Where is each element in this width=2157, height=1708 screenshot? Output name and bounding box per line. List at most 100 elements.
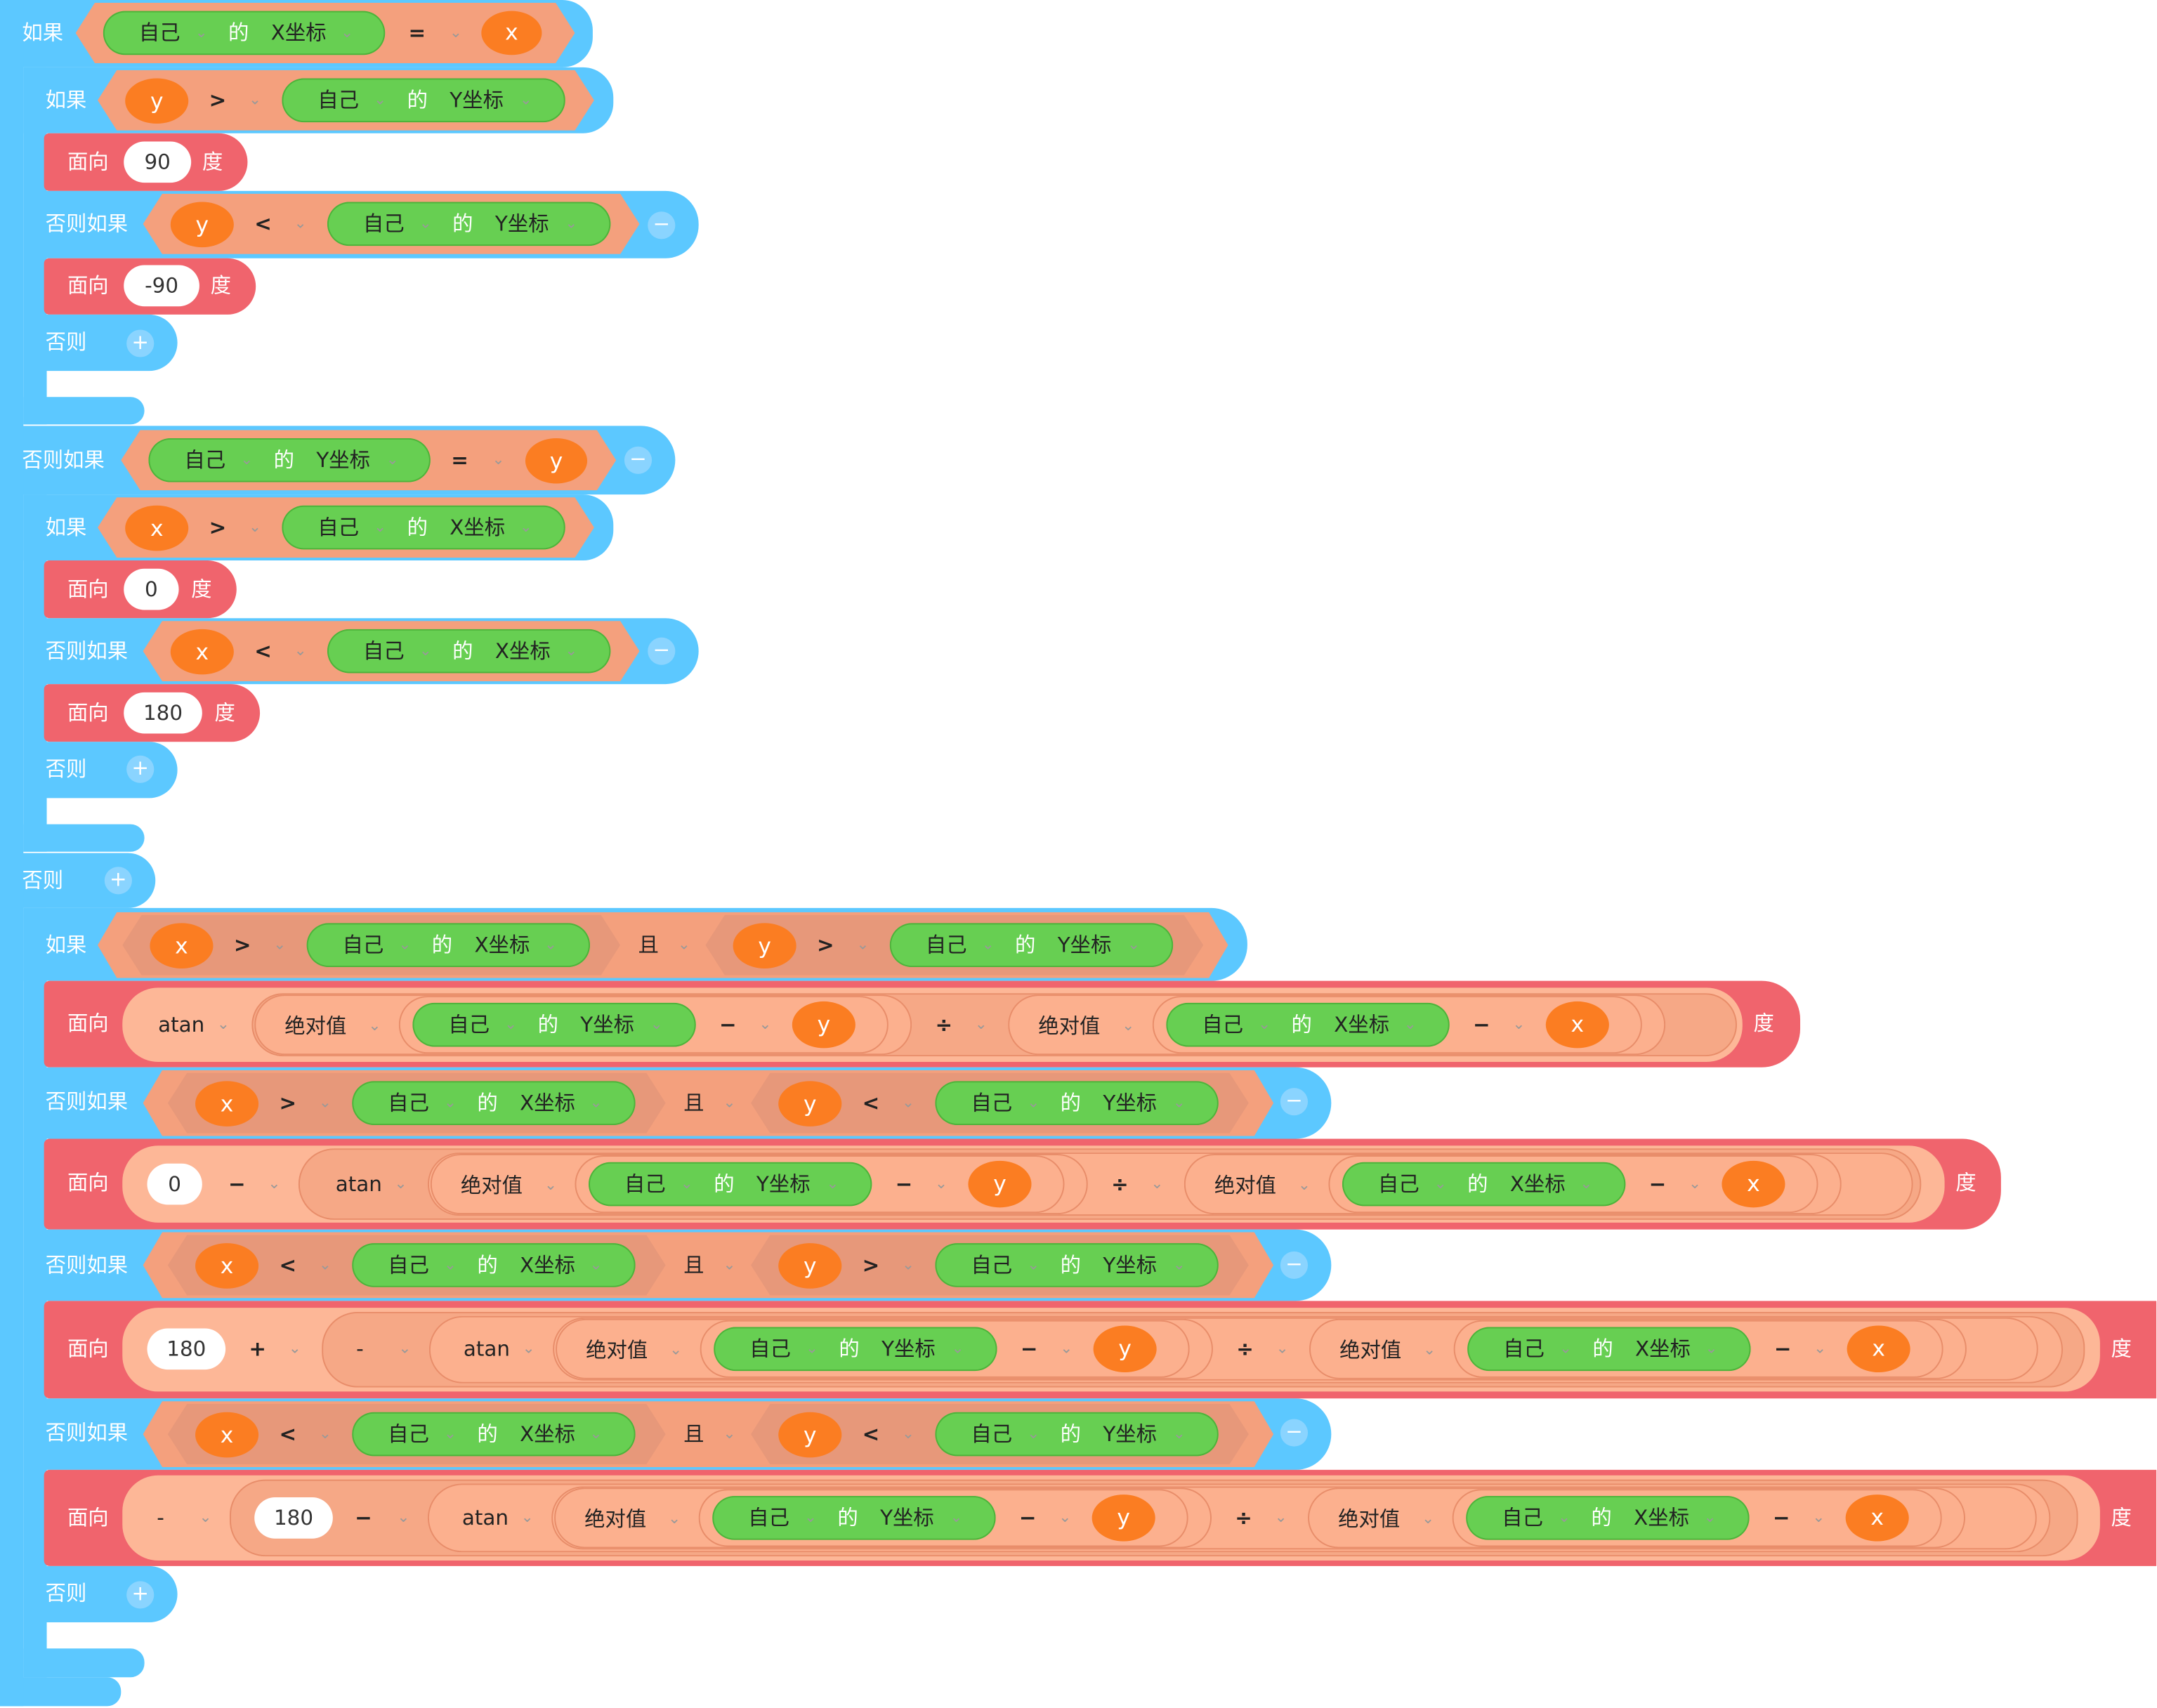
variable-x[interactable]: x [195,1243,258,1289]
self-property-reporter[interactable]: 自己⌄ 的 X坐标⌄ [1467,1327,1751,1372]
abs-reporter[interactable]: 绝对值⌄ 自己⌄ 的 Y坐标⌄ −⌄ y [556,1318,1213,1379]
variable-y[interactable]: y [125,78,188,124]
variable-x[interactable]: x [171,629,234,675]
subtraction-reporter[interactable]: 自己⌄ 的 X坐标⌄ −⌄ x [1152,996,1642,1054]
else-header[interactable] [44,1565,178,1623]
number-input[interactable]: 0 [147,1163,202,1205]
plus-circle-icon[interactable]: + [126,1581,155,1609]
subtraction-reporter[interactable]: 自己⌄ 的 X坐标⌄ −⌄ x [1328,1155,1818,1214]
math-function-reporter[interactable]: atan⌄ 绝对值⌄ 自己⌄ 的 Y坐标⌄ −⌄ y ÷⌄ [428,1315,2063,1384]
self-property-reporter[interactable]: 自己⌄ 的 Y坐标⌄ [589,1162,872,1207]
self-property-reporter[interactable]: 自己⌄ 的 Y坐标⌄ [935,1081,1218,1125]
variable-x[interactable]: x [195,1412,258,1458]
subtraction-reporter[interactable]: 180 −⌄ atan⌄ 绝对值⌄ 自己⌄ 的 Y坐标⌄ −⌄ y [229,1479,2078,1557]
compare-condition[interactable]: 自己⌄ 的 Y坐标⌄ =⌄ y [121,430,616,490]
compare-condition[interactable]: y <⌄ 自己⌄ 的 Y坐标⌄ [751,1073,1249,1134]
variable-y[interactable]: y [792,1001,855,1049]
minus-circle-icon[interactable]: − [1280,1419,1309,1447]
else-header[interactable] [44,742,178,799]
compare-condition[interactable]: y <⌄ 自己⌄ 的 Y坐标⌄ [143,194,640,254]
abs-reporter[interactable]: 绝对值⌄ 自己⌄ 的 Y坐标⌄ −⌄ y [254,994,912,1056]
compare-condition[interactable]: x >⌄ 自己⌄ 的 X坐标⌄ [122,915,620,975]
abs-reporter[interactable]: 绝对值⌄ 自己⌄ 的 X坐标⌄ −⌄ x [1184,1154,1842,1215]
math-function-reporter[interactable]: atan⌄ 绝对值⌄ 自己⌄ 的 Y坐标⌄ −⌄ y ÷⌄ 绝对值⌄ [298,1148,1922,1220]
minus-circle-icon[interactable]: − [1280,1088,1309,1116]
variable-x[interactable]: x [125,506,188,551]
minus-circle-icon[interactable]: − [624,446,653,474]
compare-condition[interactable]: x <⌄ 自己⌄ 的 X坐标⌄ [168,1404,666,1464]
self-property-reporter[interactable]: 自己⌄ 的 X坐标⌄ [352,1243,635,1287]
self-property-reporter[interactable]: 自己⌄ 的 X坐标⌄ [352,1412,635,1457]
self-property-reporter[interactable]: 自己⌄ 的 Y坐标⌄ [714,1327,997,1372]
abs-reporter[interactable]: 绝对值⌄ 自己⌄ 的 X坐标⌄ −⌄ x [1308,1487,1965,1549]
minus-circle-icon[interactable]: − [1280,1251,1309,1280]
compare-condition[interactable]: x <⌄ 自己⌄ 的 X坐标⌄ [168,1235,666,1295]
variable-x[interactable]: x [1847,1325,1910,1373]
inner-if-spine[interactable] [23,907,47,1678]
self-property-reporter[interactable]: 自己⌄ 的 Y坐标⌄ [935,1243,1218,1287]
self-property-reporter[interactable]: 自己⌄ 的 Y坐标⌄ [890,923,1173,967]
self-property-reporter[interactable]: 自己⌄ 的 X坐标⌄ [1466,1496,1750,1540]
variable-y[interactable]: y [1093,1325,1157,1373]
and-condition[interactable]: x <⌄ 自己⌄ 的 X坐标⌄ 且⌄ y >⌄ 自己⌄ 的 Y坐标⌄ [143,1233,1273,1299]
minus-circle-icon[interactable]: − [648,637,676,665]
variable-y[interactable]: y [968,1160,1032,1208]
self-property-reporter[interactable]: 自己⌄ 的 X坐标⌄ [1342,1162,1626,1207]
plus-circle-icon[interactable]: + [126,329,155,357]
variable-x[interactable]: x [195,1081,258,1126]
compare-condition[interactable]: y >⌄ 自己⌄ 的 Y坐标⌄ [705,915,1203,975]
else-header[interactable] [44,314,178,372]
variable-y[interactable]: y [778,1412,841,1458]
abs-reporter[interactable]: 绝对值⌄ 自己⌄ 的 X坐标⌄ −⌄ x [1008,994,1666,1056]
self-property-reporter[interactable]: 自己⌄ 的 X坐标⌄ [1166,1002,1450,1047]
self-property-reporter[interactable]: 自己⌄ 的 Y坐标⌄ [148,438,430,482]
compare-condition[interactable]: 自己⌄ 的 X坐标⌄ =⌄ x [76,3,575,63]
self-property-reporter[interactable]: 自己⌄ 的 X坐标⌄ [103,11,385,55]
compare-condition[interactable]: x >⌄ 自己⌄ 的 X坐标⌄ [168,1073,666,1134]
self-property-reporter[interactable]: 自己⌄ 的 Y坐标⌄ [935,1412,1218,1457]
compare-condition[interactable]: x >⌄ 自己⌄ 的 X坐标⌄ [98,497,594,558]
variable-x[interactable]: x [1722,1160,1785,1208]
addition-reporter[interactable]: 180 +⌄ -⌄ atan⌄ 绝对值⌄ 自己⌄ 的 Y坐标⌄ −⌄ y [122,1308,2100,1392]
number-input[interactable]: 180 [254,1497,333,1539]
variable-y[interactable]: y [778,1243,841,1289]
abs-reporter[interactable]: 绝对值⌄ 自己⌄ 的 X坐标⌄ −⌄ x [1309,1318,1967,1379]
math-function-reporter[interactable]: atan⌄ 绝对值⌄ 自己⌄ 的 Y坐标⌄ −⌄ y ÷⌄ 绝对值⌄ 自己⌄ 的… [122,987,1743,1062]
subtraction-reporter[interactable]: 自己⌄ 的 Y坐标⌄ −⌄ y [575,1155,1065,1214]
compare-condition[interactable]: y <⌄ 自己⌄ 的 Y坐标⌄ [751,1404,1249,1464]
number-input[interactable]: 0 [124,568,179,610]
division-reporter[interactable]: 绝对值⌄ 自己⌄ 的 Y坐标⌄ −⌄ y ÷⌄ 绝对值⌄ [551,1486,2037,1550]
variable-y[interactable]: y [733,923,796,968]
variable-y[interactable]: y [525,438,587,484]
subtraction-reporter[interactable]: 自己⌄ 的 X坐标⌄ −⌄ x [1453,1320,1943,1378]
variable-x[interactable]: x [1845,1494,1909,1542]
self-property-reporter[interactable]: 自己⌄ 的 X坐标⌄ [282,506,565,550]
division-reporter[interactable]: 绝对值⌄ 自己⌄ 的 Y坐标⌄ −⌄ y ÷⌄ 绝对值⌄ 自己⌄ [427,1152,1913,1216]
variable-x[interactable]: x [1545,1001,1609,1049]
plus-circle-icon[interactable]: + [104,867,132,895]
self-property-reporter[interactable]: 自己⌄ 的 X坐标⌄ [307,923,590,967]
negate-reporter[interactable]: -⌄ atan⌄ 绝对值⌄ 自己⌄ 的 Y坐标⌄ −⌄ y ÷⌄ [322,1311,2085,1388]
subtraction-reporter[interactable]: 自己⌄ 的 Y坐标⌄ −⌄ y [398,996,889,1054]
compare-condition[interactable]: y >⌄ 自己⌄ 的 Y坐标⌄ [98,70,594,131]
self-property-reporter[interactable]: 自己⌄ 的 X坐标⌄ [327,629,610,674]
self-property-reporter[interactable]: 自己⌄ 的 Y坐标⌄ [712,1496,996,1540]
subtraction-reporter[interactable]: 0 −⌄ atan⌄ 绝对值⌄ 自己⌄ 的 Y坐标⌄ −⌄ y ÷⌄ 绝对值⌄ [122,1145,1945,1223]
number-input[interactable]: -90 [124,265,199,307]
minus-circle-icon[interactable]: − [648,211,676,239]
number-input[interactable]: 180 [124,692,202,734]
variable-y[interactable]: y [1091,1494,1155,1542]
and-condition[interactable]: x >⌄ 自己⌄ 的 X坐标⌄ 且⌄ y >⌄ 自己⌄ 的 Y坐标⌄ [98,912,1228,978]
abs-reporter[interactable]: 绝对值⌄ 自己⌄ 的 Y坐标⌄ −⌄ y [430,1154,1088,1215]
self-property-reporter[interactable]: 自己⌄ 的 Y坐标⌄ [412,1002,696,1047]
compare-condition[interactable]: x <⌄ 自己⌄ 的 X坐标⌄ [143,621,640,681]
self-property-reporter[interactable]: 自己⌄ 的 Y坐标⌄ [327,202,610,247]
variable-y[interactable]: y [171,202,234,248]
and-condition[interactable]: x >⌄ 自己⌄ 的 X坐标⌄ 且⌄ y <⌄ 自己⌄ 的 Y坐标⌄ [143,1070,1273,1136]
number-input[interactable]: 180 [147,1328,226,1370]
self-property-reporter[interactable]: 自己⌄ 的 Y坐标⌄ [282,78,565,122]
abs-reporter[interactable]: 绝对值⌄ 自己⌄ 的 Y坐标⌄ −⌄ y [554,1487,1212,1549]
variable-x[interactable]: x [150,923,213,968]
and-condition[interactable]: x <⌄ 自己⌄ 的 X坐标⌄ 且⌄ y <⌄ 自己⌄ 的 Y坐标⌄ [143,1401,1273,1467]
negate-reporter[interactable]: -⌄ 180 −⌄ atan⌄ 绝对值⌄ 自己⌄ 的 Y坐标⌄ −⌄ y [122,1475,2100,1561]
